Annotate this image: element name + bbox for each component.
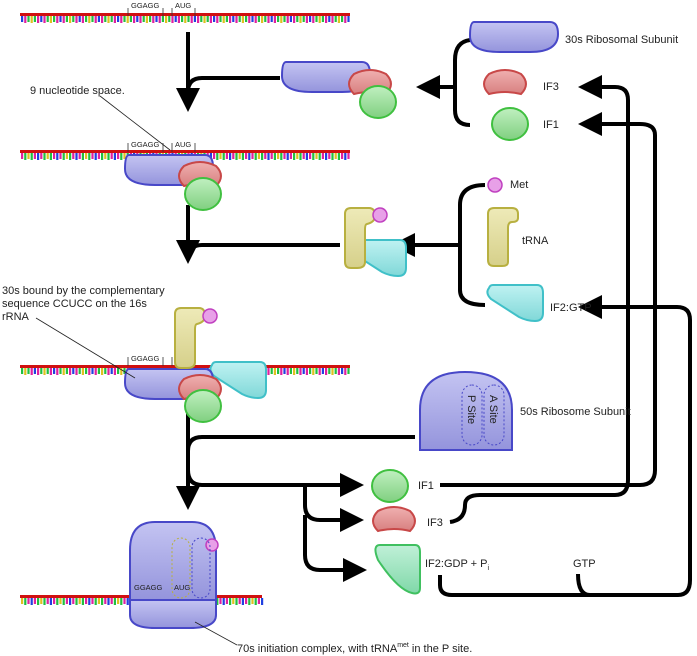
if3-label: IF3 — [543, 81, 559, 93]
bracket-1 — [438, 38, 471, 127]
bound-annotation-3: rRNA — [2, 311, 30, 323]
30s-if3-if1-complex — [281, 61, 397, 119]
30s-label: 30s Ribosomal Subunit — [565, 34, 678, 46]
if2-gtp-icon — [486, 284, 544, 322]
p-site-label: P Site — [465, 395, 477, 424]
if3-released-label: IF3 — [427, 517, 443, 529]
ggagg-label: GGAGG — [131, 354, 160, 363]
if3-icon — [483, 69, 527, 95]
mrna-2-labels: GGAGG AUG — [127, 140, 196, 152]
gtp-recycle-arrow — [438, 295, 692, 597]
met-icon — [487, 177, 503, 193]
50s-subunit-icon: P Site A Site — [419, 370, 513, 451]
complex-pointer — [194, 621, 238, 646]
bound-pointer — [35, 317, 136, 379]
if1-released-icon — [371, 469, 409, 503]
bound-annotation-2: sequence CCUCC on the 16s — [2, 298, 147, 310]
bracket-2 — [440, 183, 486, 307]
30s-subunit-icon — [469, 21, 559, 53]
ggagg-label: GGAGG — [131, 140, 160, 149]
mrna-strand — [20, 13, 350, 23]
aug-label: AUG — [175, 1, 191, 10]
if1-released-label: IF1 — [418, 480, 434, 492]
nine-nt-pointer — [99, 95, 171, 151]
30s-bound-mrna-stage-2 — [124, 154, 222, 211]
svg-text:AUG: AUG — [174, 583, 190, 592]
if2-gdp-icon — [374, 544, 421, 595]
if3-released-icon — [372, 506, 416, 532]
if2-release-arrow — [303, 515, 367, 582]
bound-annotation-1: 30s bound by the complementary — [2, 285, 165, 297]
70s-annotation: 70s initiation complex, with tRNAmet in … — [237, 642, 472, 655]
if3-release-arrow — [303, 485, 364, 532]
complex-join-line-1 — [186, 76, 280, 93]
trna-icon — [487, 207, 519, 267]
if1-icon — [491, 107, 529, 141]
complex-join-line-2 — [186, 243, 340, 260]
50s-join-line — [186, 435, 415, 452]
aug-label: AUG — [175, 140, 191, 149]
trna-label: tRNA — [522, 235, 549, 247]
trna-if2-complex — [344, 207, 407, 277]
if1-release-arrow — [186, 469, 364, 497]
ggagg-label: GGAGG — [131, 1, 160, 10]
gtp-join-line — [576, 573, 591, 597]
50s-label: 50s Ribosome Subunit — [520, 406, 631, 418]
if3-recycle-arrow — [449, 75, 630, 524]
met-label: Met — [510, 179, 528, 191]
a-site-label: A Site — [487, 395, 499, 424]
gtp-label: GTP — [573, 558, 596, 570]
if1-label: IF1 — [543, 119, 559, 131]
if1-recycle-arrow — [440, 112, 657, 487]
svg-text:GGAGG: GGAGG — [134, 583, 163, 592]
preinitiation-complex-stage-3 — [124, 307, 267, 423]
nine-nt-annotation: 9 nucleotide space. — [30, 85, 125, 97]
70s-initiation-complex: GGAGG AUG — [129, 521, 219, 629]
mrna-1-labels: GGAGG AUG — [127, 1, 196, 16]
if2-gdp-label: IF2:GDP + Pi — [425, 558, 489, 572]
if2-gtp-label: IF2:GTP — [550, 302, 592, 314]
